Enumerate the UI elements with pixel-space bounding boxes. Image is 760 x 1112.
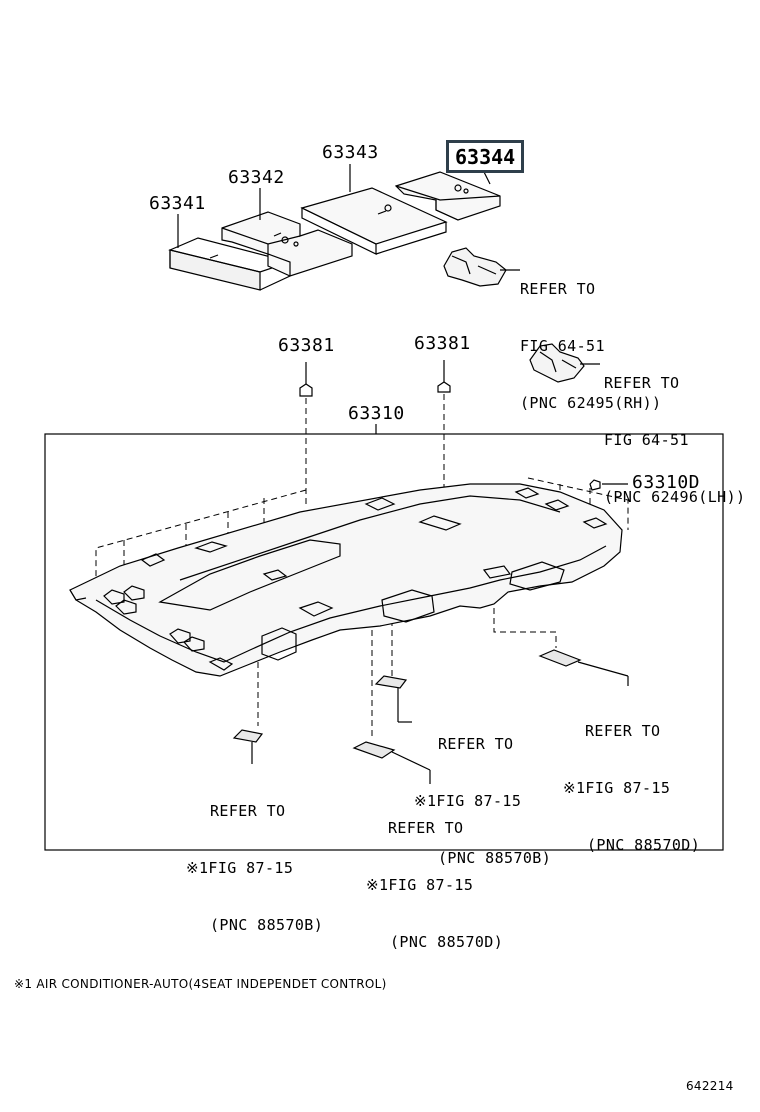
ref-line-1: REFER TO <box>210 802 286 820</box>
register-88570d-bottom <box>352 741 431 784</box>
silencer-pad-63342 <box>221 211 353 277</box>
register-88570b-mid <box>374 675 412 723</box>
silencer-pad-63343 <box>300 187 448 255</box>
headliner-frame <box>44 433 724 851</box>
ref-line-2: FIG 64-51 <box>604 431 689 449</box>
ref-line-3: (PNC 88570D) <box>390 933 504 951</box>
register-88570b-left <box>232 729 264 764</box>
part-number-63342: 63342 <box>228 167 285 188</box>
register-88570d-right <box>538 649 629 686</box>
reference-pnc-62496-lh[interactable]: REFER TO FIG 64-51 (PNC 62496(LH)) <box>604 336 745 545</box>
ref-line-3: (PNC 62496(LH)) <box>604 488 746 506</box>
assist-grip-bracket-rh <box>443 247 520 287</box>
footnote: ※1 AIR CONDITIONER-AUTO(4SEAT INDEPENDET… <box>14 977 387 991</box>
clip-63381-right <box>437 360 451 393</box>
part-number-63344-highlighted[interactable]: 63344 <box>446 140 525 173</box>
ref-line-2: ※1FIG 87-15 <box>563 779 671 797</box>
ref-line-1: REFER TO <box>520 280 596 298</box>
part-number-63310d: 63310D <box>632 472 701 493</box>
figure-number: 642214 <box>686 1079 734 1093</box>
ref-line-2: ※1FIG 87-15 <box>366 876 474 894</box>
ref-line-1: REFER TO <box>388 819 464 837</box>
roof-headliner-63310 <box>69 483 623 677</box>
part-number-63343: 63343 <box>322 142 379 163</box>
ref-line-3: (PNC 88570D) <box>587 836 701 854</box>
part-number-63381-right: 63381 <box>414 333 471 354</box>
reference-pnc-88570d-bottom[interactable]: REFER TO ※1FIG 87-15 (PNC 88570D) <box>366 781 503 990</box>
assist-grip-bracket-lh <box>529 343 600 383</box>
reference-pnc-62495-rh[interactable]: REFER TO FIG 64-51 (PNC 62495(RH)) <box>520 242 661 451</box>
ref-line-1: REFER TO <box>585 722 661 740</box>
ref-line-1: REFER TO <box>438 735 514 753</box>
ref-line-3: (PNC 88570B) <box>438 849 552 867</box>
part-number-63381-left: 63381 <box>278 335 335 356</box>
reference-pnc-88570d-right[interactable]: REFER TO ※1FIG 87-15 (PNC 88570D) <box>563 684 700 893</box>
ref-line-2: ※1FIG 87-15 <box>414 792 522 810</box>
clip-63381-left <box>299 362 313 397</box>
ref-line-2: ※1FIG 87-15 <box>186 859 294 877</box>
part-number-63341: 63341 <box>149 193 206 214</box>
ref-line-1: REFER TO <box>604 374 680 392</box>
part-number-63310: 63310 <box>348 403 405 424</box>
silencer-pad-63344 <box>394 171 501 221</box>
ref-line-3: (PNC 88570B) <box>210 916 324 934</box>
reference-pnc-88570b-mid[interactable]: REFER TO ※1FIG 87-15 (PNC 88570B) <box>414 697 551 906</box>
clip-63310d <box>589 479 628 491</box>
ref-line-3: (PNC 62495(RH)) <box>520 394 662 412</box>
reference-pnc-88570b-left[interactable]: REFER TO ※1FIG 87-15 (PNC 88570B) <box>186 764 323 973</box>
ref-line-2: FIG 64-51 <box>520 337 605 355</box>
